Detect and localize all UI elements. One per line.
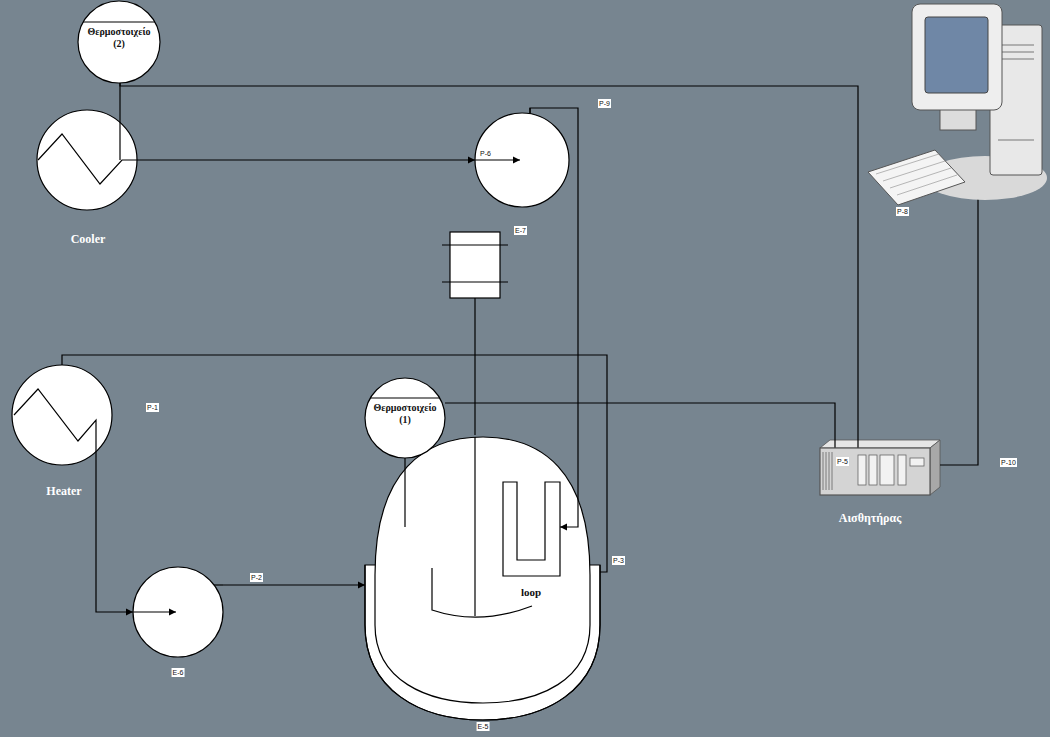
pump-flow — [133, 611, 176, 612]
pump-flow — [475, 159, 520, 160]
node-text: Cooler — [71, 232, 106, 246]
node-text: Θερμοστοιχείο (1) — [368, 402, 442, 426]
pipe-connector — [530, 108, 578, 527]
callout-number: P-2 — [250, 573, 263, 582]
tower-slots — [998, 45, 1034, 140]
cooler-fill — [37, 110, 137, 210]
pump: E-6 — [133, 567, 223, 657]
data-cable — [940, 185, 978, 465]
node-text: P-6 — [479, 149, 492, 158]
pipe-connector — [137, 159, 475, 160]
node-text: Heater — [46, 484, 81, 498]
node-text: Αισθητήρας — [839, 511, 902, 525]
stirrer-blade — [432, 568, 532, 617]
callout-number: P-1 — [146, 403, 159, 412]
monitor-stand — [940, 108, 976, 130]
callout-number: P-10 — [1000, 458, 1017, 467]
motor-box-outline — [450, 232, 500, 298]
outline — [133, 567, 223, 657]
node-text: E-7 — [514, 226, 527, 235]
outline — [365, 565, 600, 720]
outline — [83, 21, 155, 22]
thermocouple-fill — [365, 378, 445, 458]
cooler-outline — [37, 110, 137, 210]
reactor-vessel: E-5loop — [365, 435, 600, 720]
motor-bar — [442, 244, 508, 245]
heater: Heater — [12, 365, 112, 465]
logger-top — [820, 440, 940, 448]
thermocouple: Θερμοστοιχείο (1) — [365, 378, 445, 458]
pipe-connector — [120, 83, 858, 448]
cooler: Cooler — [37, 110, 137, 210]
pipe-connector — [445, 403, 835, 448]
data-logger: Αισθητήρας — [820, 448, 930, 495]
logger-vents — [823, 452, 832, 490]
heater-coil — [14, 389, 96, 465]
outline — [12, 365, 112, 465]
pump-outline — [475, 113, 569, 207]
thermocouple-fill — [78, 1, 160, 83]
node-text: E-5 — [477, 722, 490, 731]
thermocouple-probe — [404, 458, 405, 527]
outline — [820, 448, 930, 495]
reactor-vessel-outline — [365, 435, 600, 720]
keyboard-keys — [876, 154, 957, 195]
monitor-screen — [925, 17, 988, 93]
motor-box: E-7 — [450, 232, 500, 298]
pump-outline — [133, 567, 223, 657]
outline — [365, 378, 445, 458]
logger-side — [930, 440, 940, 495]
outline — [475, 113, 569, 207]
pump: P-6 — [475, 113, 569, 207]
logger-front — [820, 448, 930, 495]
pump-fill — [475, 113, 569, 207]
outline — [450, 232, 500, 298]
cooler-coil — [38, 134, 137, 184]
pump-outlet — [214, 584, 223, 585]
callout-number: P-3 — [612, 556, 625, 565]
logger-slots — [858, 455, 924, 485]
motor-fill — [450, 232, 500, 298]
callout-number: P-5 — [836, 457, 849, 466]
pipe-connector — [96, 465, 133, 612]
thermocouple-probe — [119, 110, 120, 160]
pipe-connector — [62, 355, 607, 572]
keyboard — [868, 150, 965, 205]
heater-outline — [12, 365, 112, 465]
callout-number: P-8 — [896, 207, 909, 216]
thermocouple: Θερμοστοιχείο (2) — [78, 1, 160, 83]
pipe-connector — [119, 83, 120, 110]
data-logger-outline — [820, 448, 930, 495]
pump-fill — [133, 567, 223, 657]
vessel-body — [375, 437, 590, 703]
outline — [78, 1, 160, 83]
pipe-connector — [223, 584, 365, 585]
outline — [503, 482, 560, 576]
outline — [37, 110, 137, 210]
node-text: loop — [521, 586, 541, 599]
motor-bar — [442, 281, 508, 282]
cooling-loop: loop — [503, 482, 560, 576]
monitor — [912, 4, 1002, 110]
outline — [370, 397, 439, 398]
node-text: Θερμοστοιχείο (2) — [81, 26, 157, 50]
heater-fill — [12, 365, 112, 465]
cooling-loop-outline — [503, 482, 560, 576]
pipe-connector — [474, 298, 475, 435]
stirrer-shaft — [474, 437, 475, 616]
node-text: E-6 — [172, 668, 185, 677]
callout-number: P-9 — [598, 99, 611, 108]
